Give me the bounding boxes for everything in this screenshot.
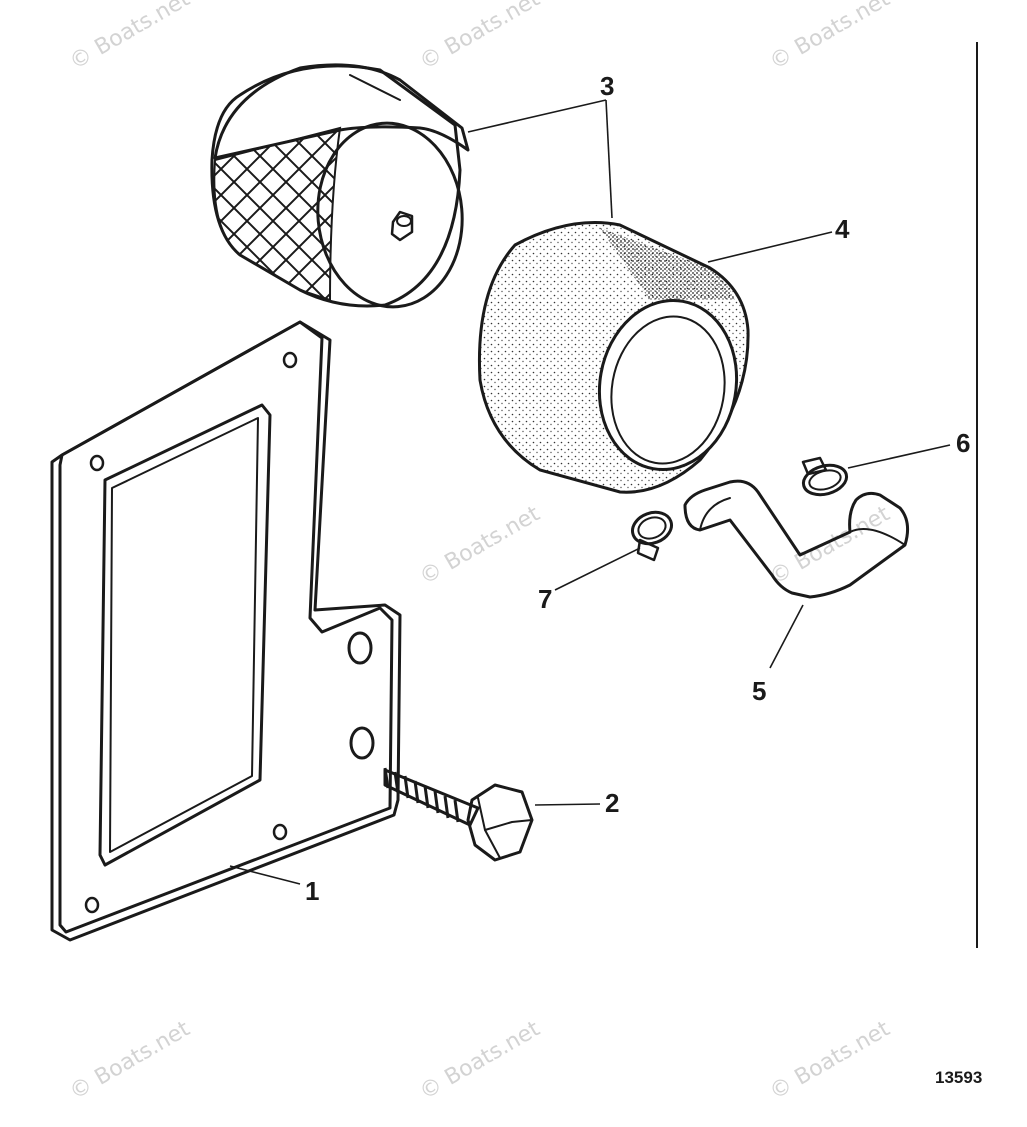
part-6-clamp[interactable] bbox=[800, 456, 850, 499]
watermark: © Boats.net bbox=[766, 501, 895, 590]
watermark: © Boats.net bbox=[416, 0, 545, 75]
watermark: © Boats.net bbox=[416, 1016, 545, 1105]
watermark-layer: © Boats.net © Boats.net © Boats.net © Bo… bbox=[66, 0, 895, 1105]
callout-4: 4 bbox=[835, 214, 850, 244]
callout-5: 5 bbox=[752, 676, 766, 706]
part-1-gasket[interactable] bbox=[50, 320, 402, 942]
callout-1: 1 bbox=[305, 876, 319, 906]
figure-number: 13593 bbox=[935, 1068, 982, 1087]
part-3-filter[interactable] bbox=[210, 63, 470, 313]
part-2-bolt[interactable] bbox=[383, 767, 534, 862]
callout-7: 7 bbox=[538, 584, 552, 614]
callout-2: 2 bbox=[605, 788, 619, 818]
part-4-foam-sleeve[interactable] bbox=[477, 221, 750, 494]
part-7-clamp[interactable] bbox=[628, 507, 676, 562]
watermark: © Boats.net bbox=[416, 501, 545, 590]
leader-lines bbox=[229, 99, 951, 885]
callout-3: 3 bbox=[600, 71, 614, 101]
callout-6: 6 bbox=[956, 428, 970, 458]
watermark: © Boats.net bbox=[66, 0, 195, 75]
callouts: 1 2 3 4 5 6 7 bbox=[305, 71, 970, 906]
watermark: © Boats.net bbox=[766, 1016, 895, 1105]
watermark: © Boats.net bbox=[66, 1016, 195, 1105]
watermark: © Boats.net bbox=[766, 0, 895, 75]
part-5-hose[interactable] bbox=[683, 479, 910, 599]
